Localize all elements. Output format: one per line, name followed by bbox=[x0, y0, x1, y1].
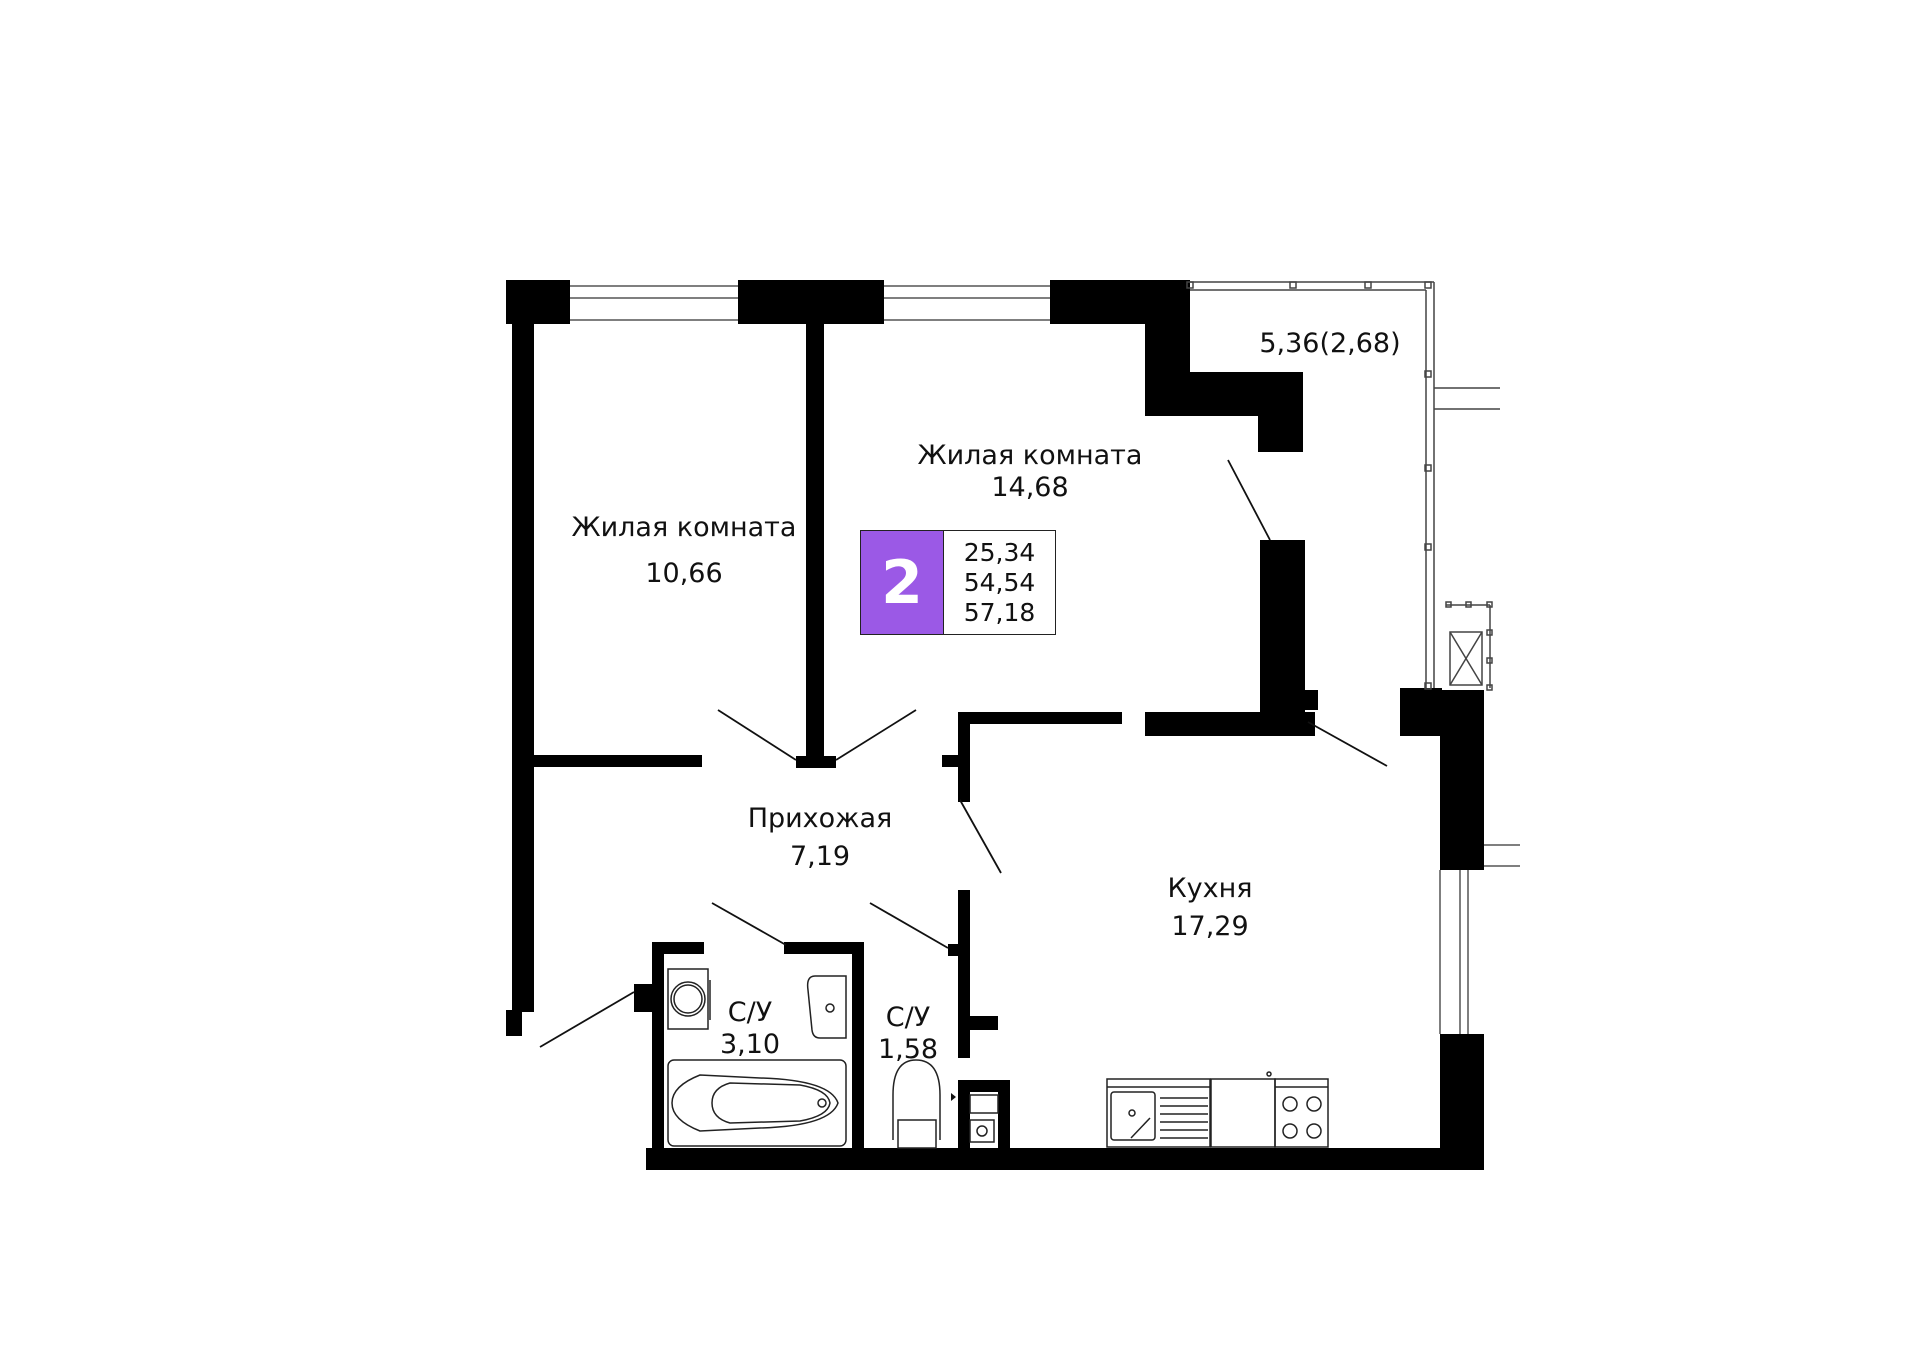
room-label-hallway: Прихожая 7,19 bbox=[720, 803, 920, 874]
room-area: 14,68 bbox=[991, 472, 1069, 504]
room-label-balcony: 5,36(2,68) bbox=[1230, 328, 1430, 360]
apartment-summary-badge: 2 25,34 54,54 57,18 bbox=[860, 530, 1056, 635]
room-name: С/У bbox=[727, 997, 773, 1028]
room-area: 3,10 bbox=[719, 1029, 781, 1061]
room-name: Жилая комната bbox=[571, 512, 797, 543]
bathtub-icon bbox=[667, 1059, 847, 1147]
room-name: Кухня bbox=[1167, 873, 1253, 904]
room-label-living-2: Жилая комната 14,68 bbox=[910, 440, 1150, 505]
room-area: 5,36(2,68) bbox=[1259, 328, 1401, 359]
room-label-bathroom: С/У 3,10 bbox=[700, 997, 800, 1062]
balcony-railing bbox=[1186, 281, 1500, 691]
total-area: 54,54 bbox=[963, 567, 1036, 597]
washing-machine-icon bbox=[667, 968, 709, 1030]
sink-icon bbox=[806, 975, 847, 1039]
room-name: С/У bbox=[885, 1002, 931, 1033]
room-area: 1,58 bbox=[877, 1034, 939, 1066]
room-name: Жилая комната bbox=[917, 440, 1143, 471]
area-summary: 25,34 54,54 57,18 bbox=[943, 531, 1055, 634]
walls bbox=[506, 280, 1484, 1170]
rooms-count: 2 bbox=[861, 531, 943, 634]
room-label-toilet: С/У 1,58 bbox=[858, 1002, 958, 1067]
total-area-with-balcony: 57,18 bbox=[963, 597, 1036, 627]
door-swings bbox=[539, 459, 1388, 1048]
room-label-kitchen: Кухня 17,29 bbox=[1110, 873, 1310, 944]
arrow-marker-icon bbox=[951, 1093, 956, 1101]
room-area: 7,19 bbox=[789, 841, 851, 873]
living-area: 25,34 bbox=[963, 537, 1036, 567]
bathroom-fixtures bbox=[667, 968, 999, 1149]
stove-icon bbox=[1274, 1078, 1329, 1148]
windows bbox=[570, 285, 1520, 1034]
kitchen-fixtures bbox=[1106, 1071, 1329, 1148]
toilet-icon bbox=[892, 1059, 941, 1140]
room-name: Прихожая bbox=[747, 803, 893, 834]
countertop bbox=[1210, 1078, 1276, 1148]
room-label-living-1: Жилая комната 10,66 bbox=[564, 512, 804, 591]
kitchen-sink-icon bbox=[1106, 1078, 1211, 1148]
room-area: 10,66 bbox=[645, 558, 723, 590]
room-area: 17,29 bbox=[1171, 911, 1249, 943]
